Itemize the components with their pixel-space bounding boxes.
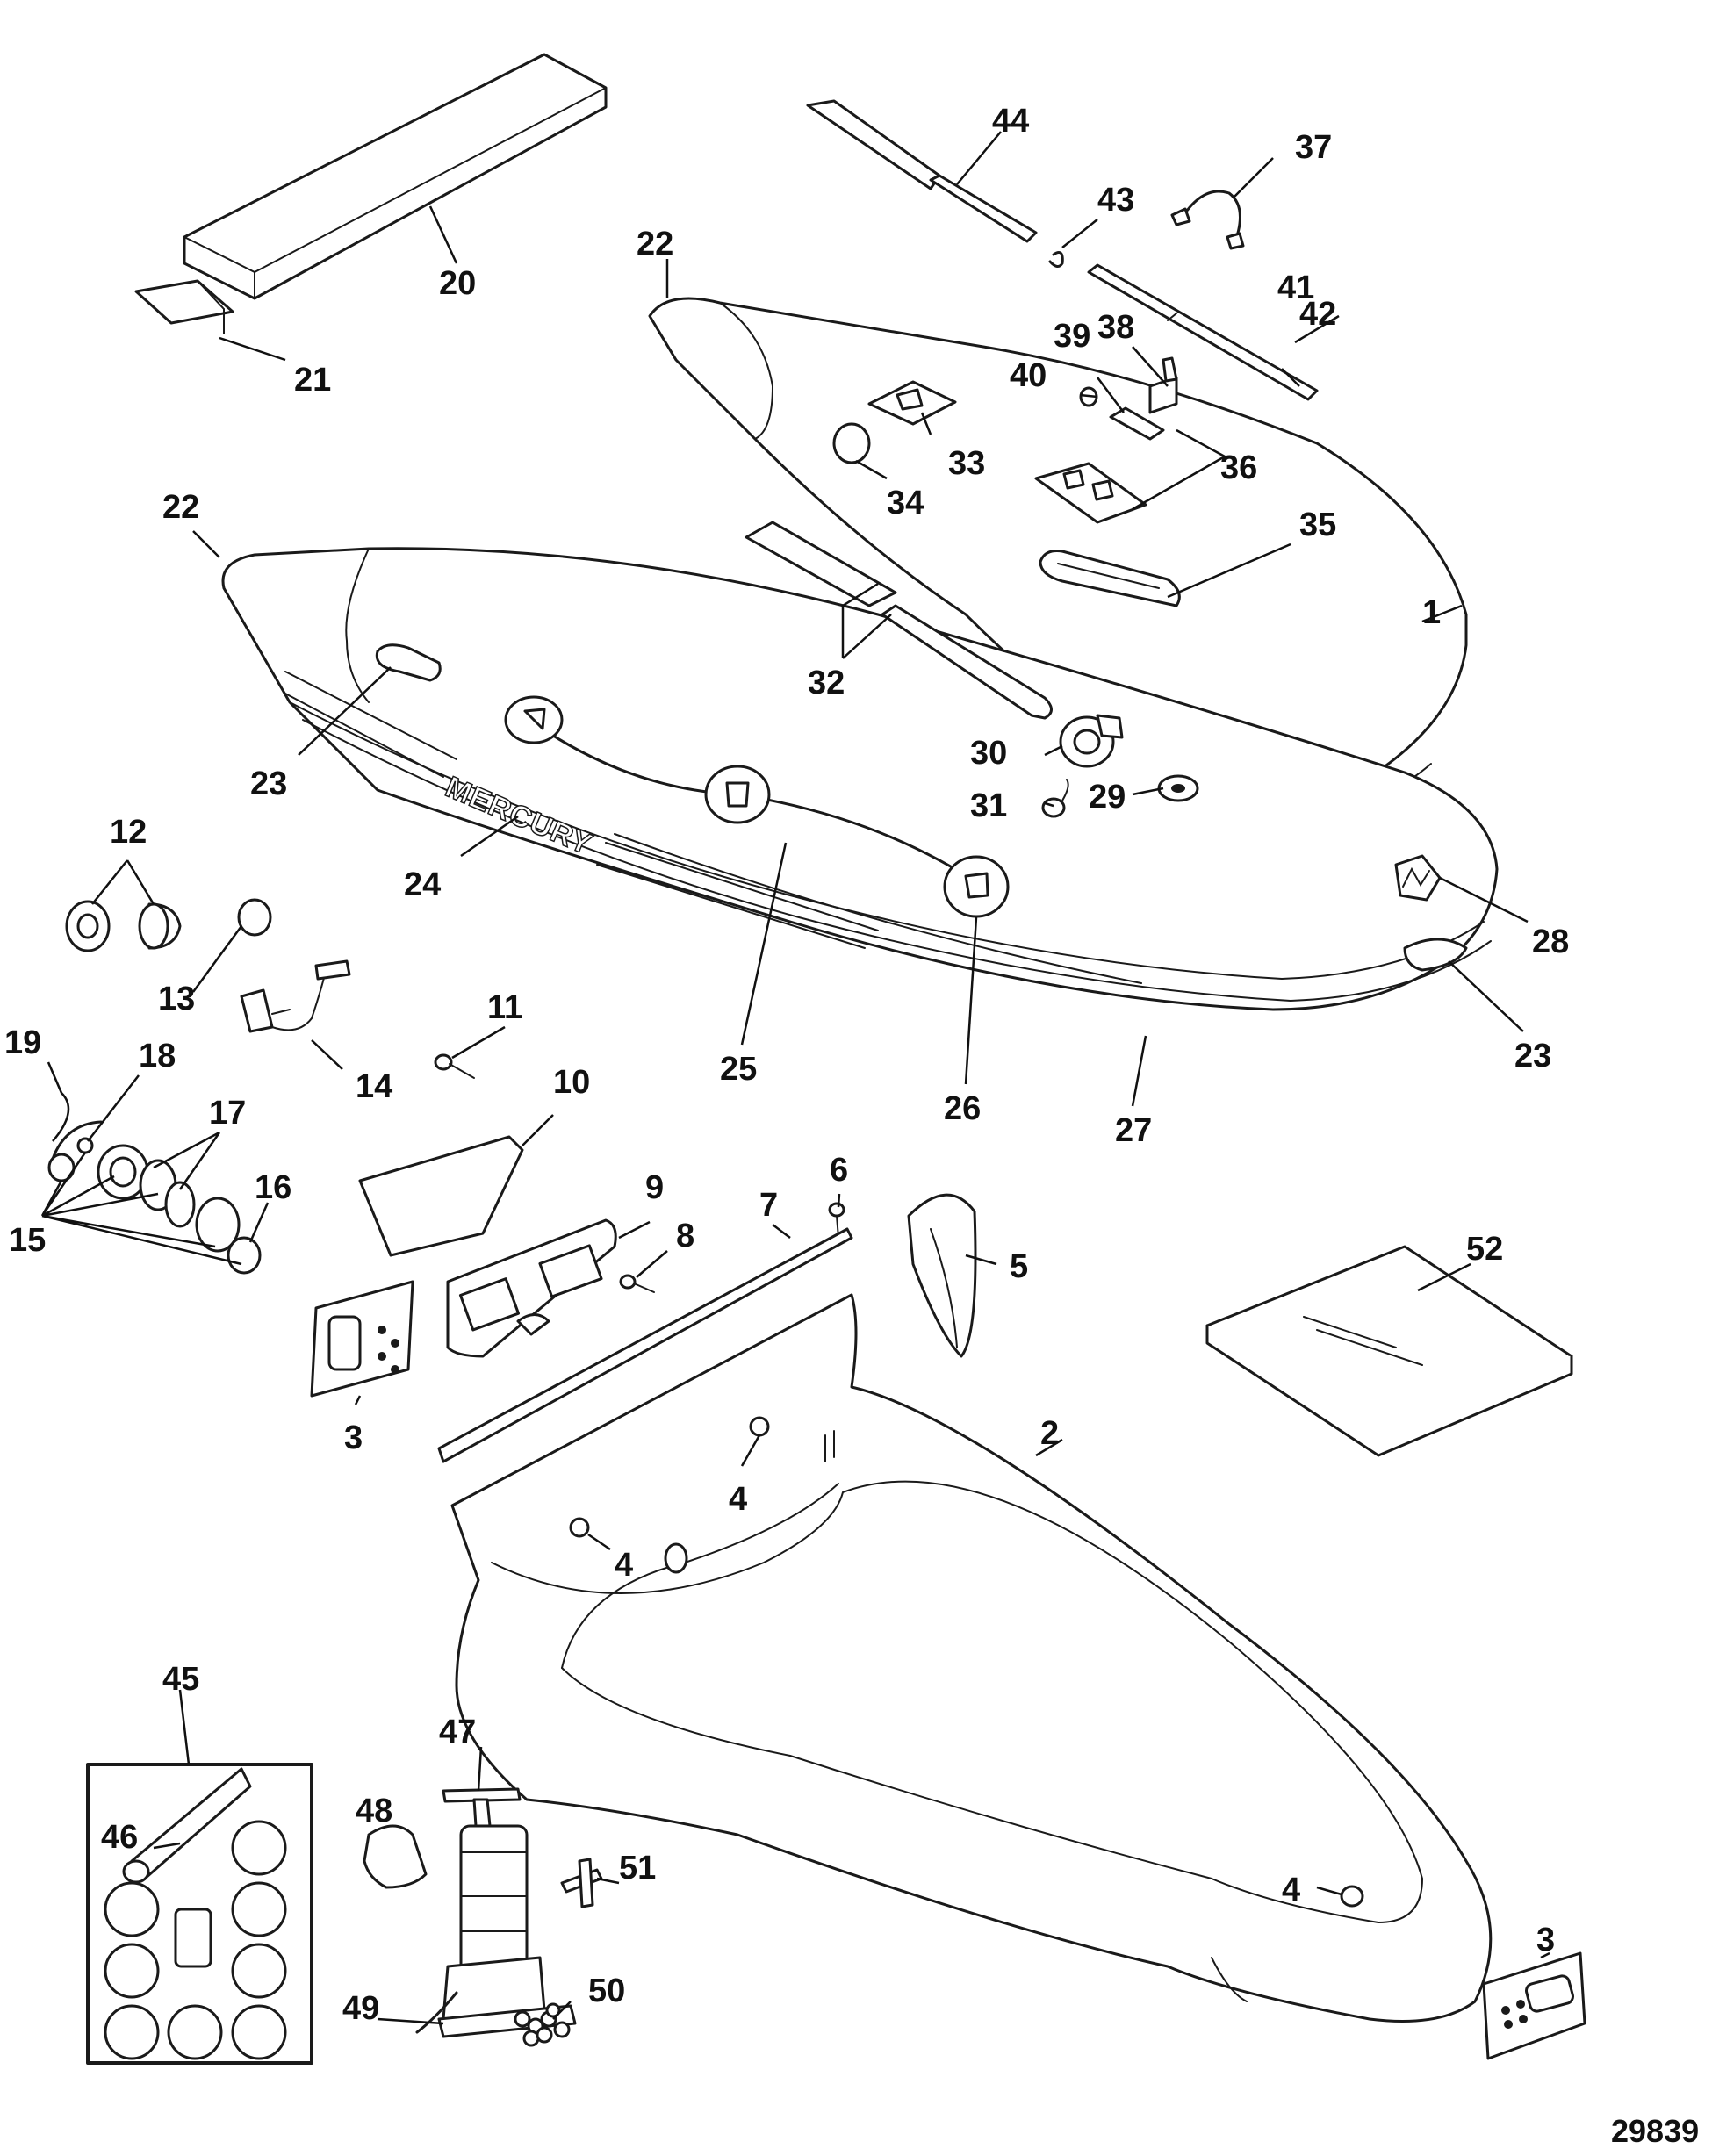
callout-42: 42 [1299,296,1336,333]
hull-floor [450,1293,1493,2023]
callout-17: 17 [209,1095,246,1132]
callout-21: 21 [294,362,331,399]
callout-24: 24 [404,866,441,903]
callout-47: 47 [439,1714,476,1750]
callout-41: 41 [1277,270,1314,306]
screw-11 [434,1053,475,1079]
callout-5: 5 [1010,1248,1028,1285]
callout-39: 39 [1054,318,1090,355]
callout-44: 44 [992,103,1029,140]
seat-bracket [134,279,234,334]
bracket-14 [240,959,351,1033]
callout-32: 32 [808,665,845,701]
callout-9: 9 [645,1169,664,1206]
leader-lines [40,131,1550,2025]
pump-adapter [560,1858,603,1908]
callout-23-right: 23 [1514,1038,1551,1074]
oar-blade [806,99,1038,243]
callout-20: 20 [439,265,476,302]
adapter-set [514,2002,571,2047]
callout-37: 37 [1295,129,1332,166]
callout-22-lower: 22 [162,489,199,526]
callout-30: 30 [970,735,1007,772]
pump-nozzle [363,1824,428,1889]
connector-tube [1109,406,1165,441]
patch [1157,774,1199,802]
callout-36: 36 [1220,449,1257,486]
callout-25: 25 [720,1051,757,1088]
callout-14: 14 [356,1068,392,1105]
callout-23-left: 23 [250,765,287,802]
tee-fitting [1148,356,1178,414]
callout-4-lower: 4 [615,1547,633,1584]
callout-7: 7 [759,1187,778,1224]
callout-22-upper: 22 [637,226,673,262]
callout-52: 52 [1466,1231,1503,1268]
floor-boards [1205,1245,1573,1457]
transom-rail [437,1227,853,1463]
callout-1: 1 [1422,594,1441,631]
screw-8 [619,1274,655,1293]
callout-13: 13 [158,981,195,1017]
callout-35: 35 [1299,507,1336,543]
callout-45: 45 [162,1661,199,1698]
callout-labels: 1 2 3 3 4 4 4 5 6 7 8 9 10 11 12 13 14 1… [4,103,1569,2027]
callout-26: 26 [944,1090,981,1127]
callout-2: 2 [1040,1415,1059,1452]
lanyard [1170,190,1245,250]
foot-pump [415,1787,577,2038]
callout-31: 31 [970,787,1007,824]
callout-40: 40 [1010,357,1047,394]
callout-10: 10 [553,1064,590,1101]
cap-13 [237,898,272,937]
oarlock-patch [867,380,957,426]
drain-assembly [47,1120,262,1275]
callout-3-left: 3 [344,1419,363,1456]
hinge-plate-left [310,1280,414,1398]
callout-34: 34 [887,485,924,521]
vent-plate [446,1218,617,1358]
callout-49: 49 [342,1990,379,2027]
inflation-valve [1059,714,1124,768]
callout-38: 38 [1097,309,1134,346]
screw-6 [828,1202,845,1239]
callout-46: 46 [101,1819,138,1856]
seat-board [183,53,608,300]
callout-50: 50 [588,1973,625,2009]
callout-6: 6 [830,1152,848,1189]
callout-12: 12 [110,814,147,851]
callout-4-bow: 4 [1282,1872,1300,1908]
drain-plug [65,900,182,952]
oar-shaft [1087,263,1319,401]
callout-3-right: 3 [1536,1922,1555,1958]
callout-28: 28 [1532,923,1569,960]
repair-kit [86,1763,313,2065]
d-ring-pad [504,695,1010,918]
transom-pad [358,1135,524,1257]
figure-number: 29839 [1611,2113,1699,2149]
callout-18: 18 [139,1038,176,1074]
callout-4-upper: 4 [729,1481,747,1518]
callout-43: 43 [1097,182,1134,219]
callout-29: 29 [1089,779,1126,816]
callout-33: 33 [948,445,985,482]
callout-19: 19 [4,1024,41,1061]
hinge-plate-right [1482,1951,1586,2060]
tow-ring-patch [1034,462,1147,524]
tube-assembly-main [221,547,1499,1011]
callout-27: 27 [1115,1112,1152,1149]
thwart-sleeves [745,521,1053,720]
callout-8: 8 [676,1218,694,1254]
keel-strip [907,1193,977,1358]
m-logo-decal [1394,854,1442,902]
callout-15: 15 [9,1222,46,1259]
callout-48: 48 [356,1793,392,1829]
callout-51: 51 [619,1850,656,1886]
spring-clip [1048,251,1064,268]
o-ring-34 [832,422,871,464]
callout-16: 16 [255,1169,291,1206]
callout-11: 11 [487,989,522,1026]
